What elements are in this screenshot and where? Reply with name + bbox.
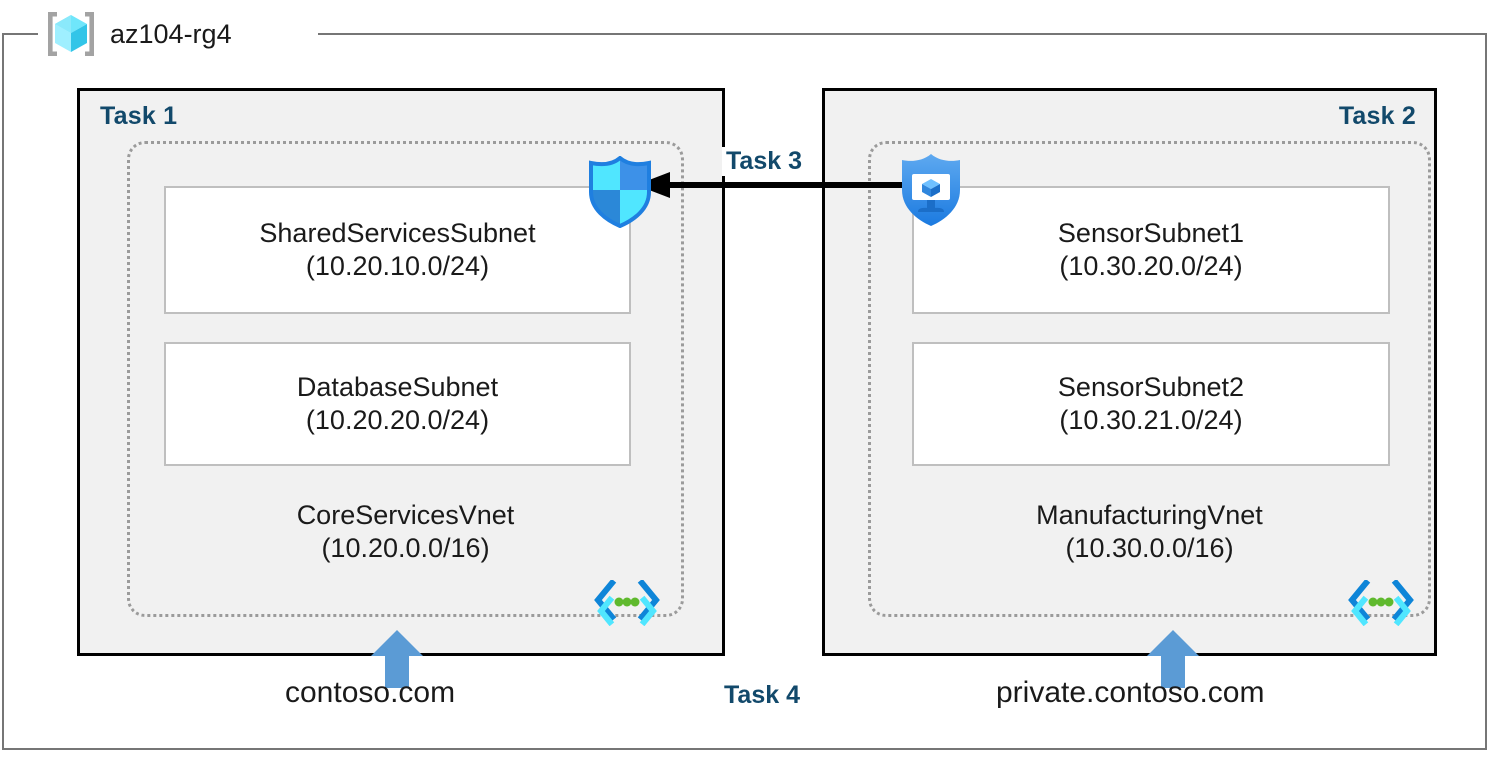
subnet-shared-services: SharedServicesSubnet (10.20.10.0/24): [164, 186, 631, 314]
subnet-cidr: (10.30.20.0/24): [1059, 251, 1243, 281]
vnet-name: ManufacturingVnet: [1036, 500, 1263, 530]
manufacturing-vnet-boundary: ManufacturingVnet (10.30.0.0/16): [868, 141, 1431, 617]
subnet-sensor-2: SensorSubnet2 (10.30.21.0/24): [912, 342, 1390, 466]
subnet-database: DatabaseSubnet (10.20.20.0/24): [164, 342, 631, 466]
subnet-cidr: (10.30.21.0/24): [1059, 405, 1243, 435]
dns-zone-label-private-contoso: private.contoso.com: [996, 676, 1265, 709]
resource-group-header: az104-rg4: [44, 8, 232, 60]
vnet-cidr: (10.30.0.0/16): [1065, 533, 1234, 564]
task-4-label: Task 4: [724, 681, 800, 709]
dns-zone-label-contoso: contoso.com: [285, 676, 456, 709]
subnet-sensor-1: SensorSubnet1 (10.30.20.0/24): [912, 186, 1390, 314]
vnet-peering-arrow: [636, 172, 911, 198]
subnet-name: DatabaseSubnet: [296, 371, 499, 402]
resource-group-name: az104-rg4: [110, 18, 232, 49]
task-2-label: Task 2: [1338, 102, 1416, 130]
blue-up-arrow-icon: [371, 630, 423, 688]
subnet-cidr: (10.20.10.0/24): [305, 251, 490, 281]
subnet-name: SharedServicesSubnet: [259, 217, 536, 248]
vnet-name: CoreServicesVnet: [296, 500, 515, 530]
core-services-vnet-boundary: CoreServicesVnet (10.20.0.0/16): [127, 141, 684, 617]
network-security-group-shield-icon: [589, 156, 651, 228]
subnet-cidr: (10.20.20.0/24): [305, 405, 490, 435]
azure-resource-group-cube-icon: [44, 9, 98, 59]
virtual-network-icon: [594, 580, 660, 626]
core-services-vnet-caption: CoreServicesVnet (10.20.0.0/16): [130, 499, 681, 566]
azure-bastion-shield-icon: [902, 154, 960, 226]
subnet-name: SensorSubnet2: [1057, 371, 1245, 402]
subnet-name: SensorSubnet1: [1057, 217, 1245, 248]
vnet-cidr: (10.20.0.0/16): [321, 533, 490, 564]
resource-group-frame: [2, 33, 1487, 750]
task-3-label: Task 3: [722, 147, 806, 176]
task-1-label: Task 1: [100, 102, 178, 130]
virtual-network-icon: [1348, 580, 1414, 626]
blue-up-arrow-icon: [1147, 630, 1199, 688]
manufacturing-vnet-caption: ManufacturingVnet (10.30.0.0/16): [871, 499, 1428, 566]
